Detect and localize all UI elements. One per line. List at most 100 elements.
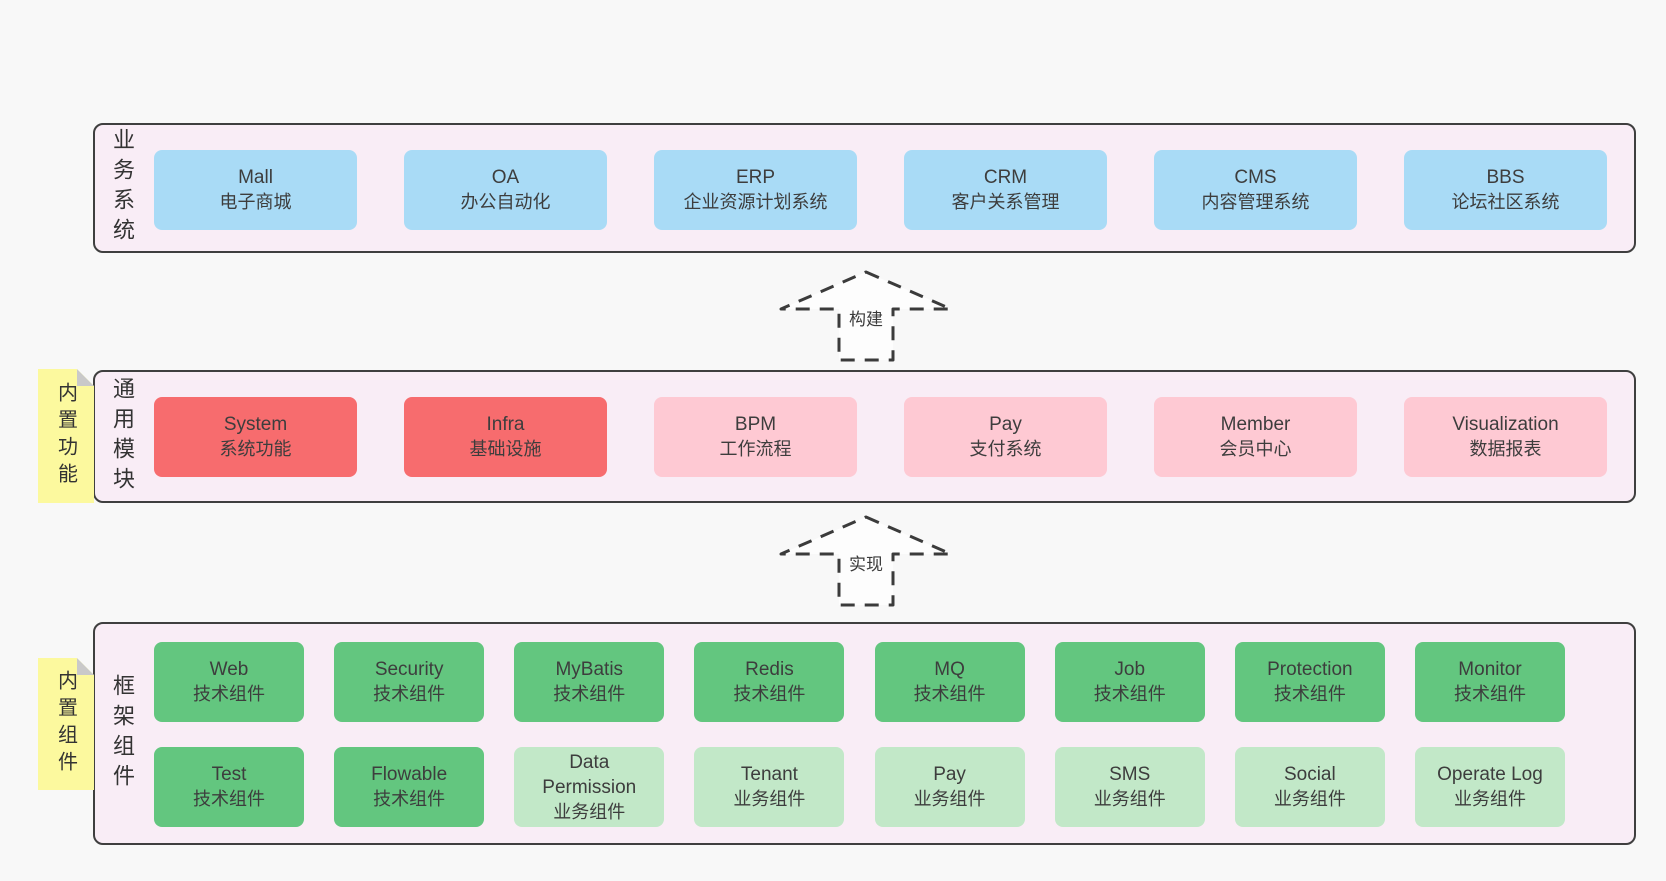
box-pay-system: Pay 支付系统 bbox=[904, 397, 1107, 477]
box-subtitle: 客户关系管理 bbox=[951, 192, 1060, 212]
box-title: BPM bbox=[734, 414, 777, 435]
band-framework-components: 框架组件 Web 技术组件 Security 技术组件 MyBatis 技术组件… bbox=[93, 622, 1636, 845]
box-system: System 系统功能 bbox=[154, 397, 357, 477]
box-job: Job 技术组件 bbox=[1054, 642, 1205, 722]
box-mybatis: MyBatis 技术组件 bbox=[514, 642, 665, 722]
box-title: ERP bbox=[735, 167, 776, 188]
box-oa: OA 办公自动化 bbox=[404, 150, 607, 230]
box-title: Protection bbox=[1267, 659, 1353, 680]
band-label-framework-components: 框架组件 bbox=[110, 673, 135, 794]
box-title: Infra bbox=[486, 414, 525, 435]
box-title: Test bbox=[211, 764, 247, 785]
note-label: 内置功能 bbox=[54, 382, 77, 490]
common-modules-row: System 系统功能 Infra 基础设施 BPM 工作流程 Pay 支付系统… bbox=[154, 397, 1607, 477]
box-title: Pay bbox=[933, 764, 966, 785]
box-subtitle: 企业资源计划系统 bbox=[683, 192, 828, 212]
box-erp: ERP 企业资源计划系统 bbox=[654, 150, 857, 230]
box-title: Visualization bbox=[1452, 414, 1559, 435]
box-protection: Protection 技术组件 bbox=[1234, 642, 1385, 722]
box-subtitle: 内容管理系统 bbox=[1201, 192, 1310, 212]
box-subtitle: 技术组件 bbox=[193, 684, 265, 704]
box-bbs: BBS 论坛社区系统 bbox=[1404, 150, 1607, 230]
band-label-business-systems: 业务系统 bbox=[110, 128, 135, 248]
box-title: Operate Log bbox=[1437, 764, 1543, 785]
arrow-implement-label: 实现 bbox=[845, 550, 887, 575]
box-subtitle: 业务组件 bbox=[553, 801, 626, 822]
box-monitor: Monitor 技术组件 bbox=[1414, 642, 1565, 722]
box-subtitle: 论坛社区系统 bbox=[1451, 192, 1560, 212]
box-subtitle: 技术组件 bbox=[373, 684, 446, 704]
box-subtitle: 办公自动化 bbox=[460, 192, 551, 212]
box-subtitle: 技术组件 bbox=[553, 684, 626, 704]
box-subtitle: 业务组件 bbox=[1273, 789, 1346, 809]
box-cms: CMS 内容管理系统 bbox=[1154, 150, 1357, 230]
box-operate-log: Operate Log 业务组件 bbox=[1414, 747, 1565, 827]
note-built-in-components: 内置组件 bbox=[38, 658, 94, 790]
box-social: Social 业务组件 bbox=[1234, 747, 1385, 827]
box-title: Security bbox=[374, 659, 444, 680]
box-title: SMS bbox=[1109, 764, 1151, 785]
box-subtitle: 数据报表 bbox=[1469, 439, 1542, 459]
box-title: Job bbox=[1114, 659, 1146, 680]
box-title: Mall bbox=[238, 167, 273, 188]
box-subtitle: 技术组件 bbox=[1093, 684, 1166, 704]
band-common-modules: 通用模块 System 系统功能 Infra 基础设施 BPM 工作流程 Pay… bbox=[93, 370, 1636, 503]
box-title: Monitor bbox=[1458, 659, 1522, 680]
box-test: Test 技术组件 bbox=[154, 747, 304, 827]
box-subtitle: 技术组件 bbox=[913, 684, 986, 704]
box-title: Flowable bbox=[371, 764, 448, 785]
box-subtitle: 业务组件 bbox=[733, 789, 806, 809]
box-member: Member 会员中心 bbox=[1154, 397, 1357, 477]
box-subtitle: 支付系统 bbox=[969, 439, 1042, 459]
box-data-permission: Data Permission 业务组件 bbox=[514, 747, 665, 827]
box-subtitle: 工作流程 bbox=[719, 439, 792, 459]
box-title: Member bbox=[1220, 414, 1291, 435]
box-bpm: BPM 工作流程 bbox=[654, 397, 857, 477]
box-sms: SMS 业务组件 bbox=[1054, 747, 1205, 827]
framework-row-1: Web 技术组件 Security 技术组件 MyBatis 技术组件 Redi… bbox=[154, 642, 1565, 722]
box-subtitle: 会员中心 bbox=[1219, 439, 1292, 459]
band-business-systems: 业务系统 Mall 电子商城 OA 办公自动化 ERP 企业资源计划系统 CRM… bbox=[93, 123, 1636, 253]
box-flowable: Flowable 技术组件 bbox=[334, 747, 485, 827]
band-label-common-modules: 通用模块 bbox=[110, 376, 135, 497]
box-subtitle: 技术组件 bbox=[1453, 684, 1526, 704]
arrow-build-label: 构建 bbox=[845, 305, 887, 330]
box-infra: Infra 基础设施 bbox=[404, 397, 607, 477]
box-title: MyBatis bbox=[555, 659, 624, 680]
box-visualization: Visualization 数据报表 bbox=[1404, 397, 1607, 477]
box-crm: CRM 客户关系管理 bbox=[904, 150, 1107, 230]
box-subtitle: 技术组件 bbox=[193, 789, 265, 809]
arrow-build: 构建 bbox=[778, 269, 954, 363]
framework-row-2: Test 技术组件 Flowable 技术组件 Data Permission … bbox=[154, 747, 1565, 827]
box-title: Web bbox=[209, 659, 249, 680]
arrow-implement: 实现 bbox=[778, 514, 954, 608]
box-subtitle: 业务组件 bbox=[913, 789, 986, 809]
box-mall: Mall 电子商城 bbox=[154, 150, 357, 230]
box-subtitle: 基础设施 bbox=[469, 439, 542, 459]
box-subtitle: 技术组件 bbox=[733, 684, 806, 704]
box-security: Security 技术组件 bbox=[334, 642, 485, 722]
box-title: Social bbox=[1283, 764, 1336, 785]
box-subtitle: 业务组件 bbox=[1093, 789, 1166, 809]
box-redis: Redis 技术组件 bbox=[694, 642, 845, 722]
box-title: CRM bbox=[983, 167, 1028, 188]
box-title: Pay bbox=[989, 414, 1022, 435]
box-pay-component: Pay 业务组件 bbox=[874, 747, 1025, 827]
box-tenant: Tenant 业务组件 bbox=[694, 747, 845, 827]
note-built-in-features: 内置功能 bbox=[38, 369, 94, 503]
box-title: Redis bbox=[745, 659, 794, 680]
box-title: Tenant bbox=[740, 764, 798, 785]
box-subtitle: 技术组件 bbox=[373, 789, 446, 809]
business-systems-row: Mall 电子商城 OA 办公自动化 ERP 企业资源计划系统 CRM 客户关系… bbox=[154, 150, 1607, 230]
box-title: MQ bbox=[934, 659, 965, 680]
box-title: CMS bbox=[1234, 167, 1277, 188]
box-web: Web 技术组件 bbox=[154, 642, 304, 722]
box-subtitle: 业务组件 bbox=[1453, 789, 1526, 809]
box-mq: MQ 技术组件 bbox=[874, 642, 1025, 722]
box-subtitle: 电子商城 bbox=[219, 192, 292, 212]
box-title: BBS bbox=[1486, 167, 1525, 188]
box-subtitle: 系统功能 bbox=[219, 439, 292, 459]
note-label: 内置组件 bbox=[54, 670, 77, 778]
box-subtitle: 技术组件 bbox=[1273, 684, 1346, 704]
box-title: OA bbox=[491, 167, 520, 188]
